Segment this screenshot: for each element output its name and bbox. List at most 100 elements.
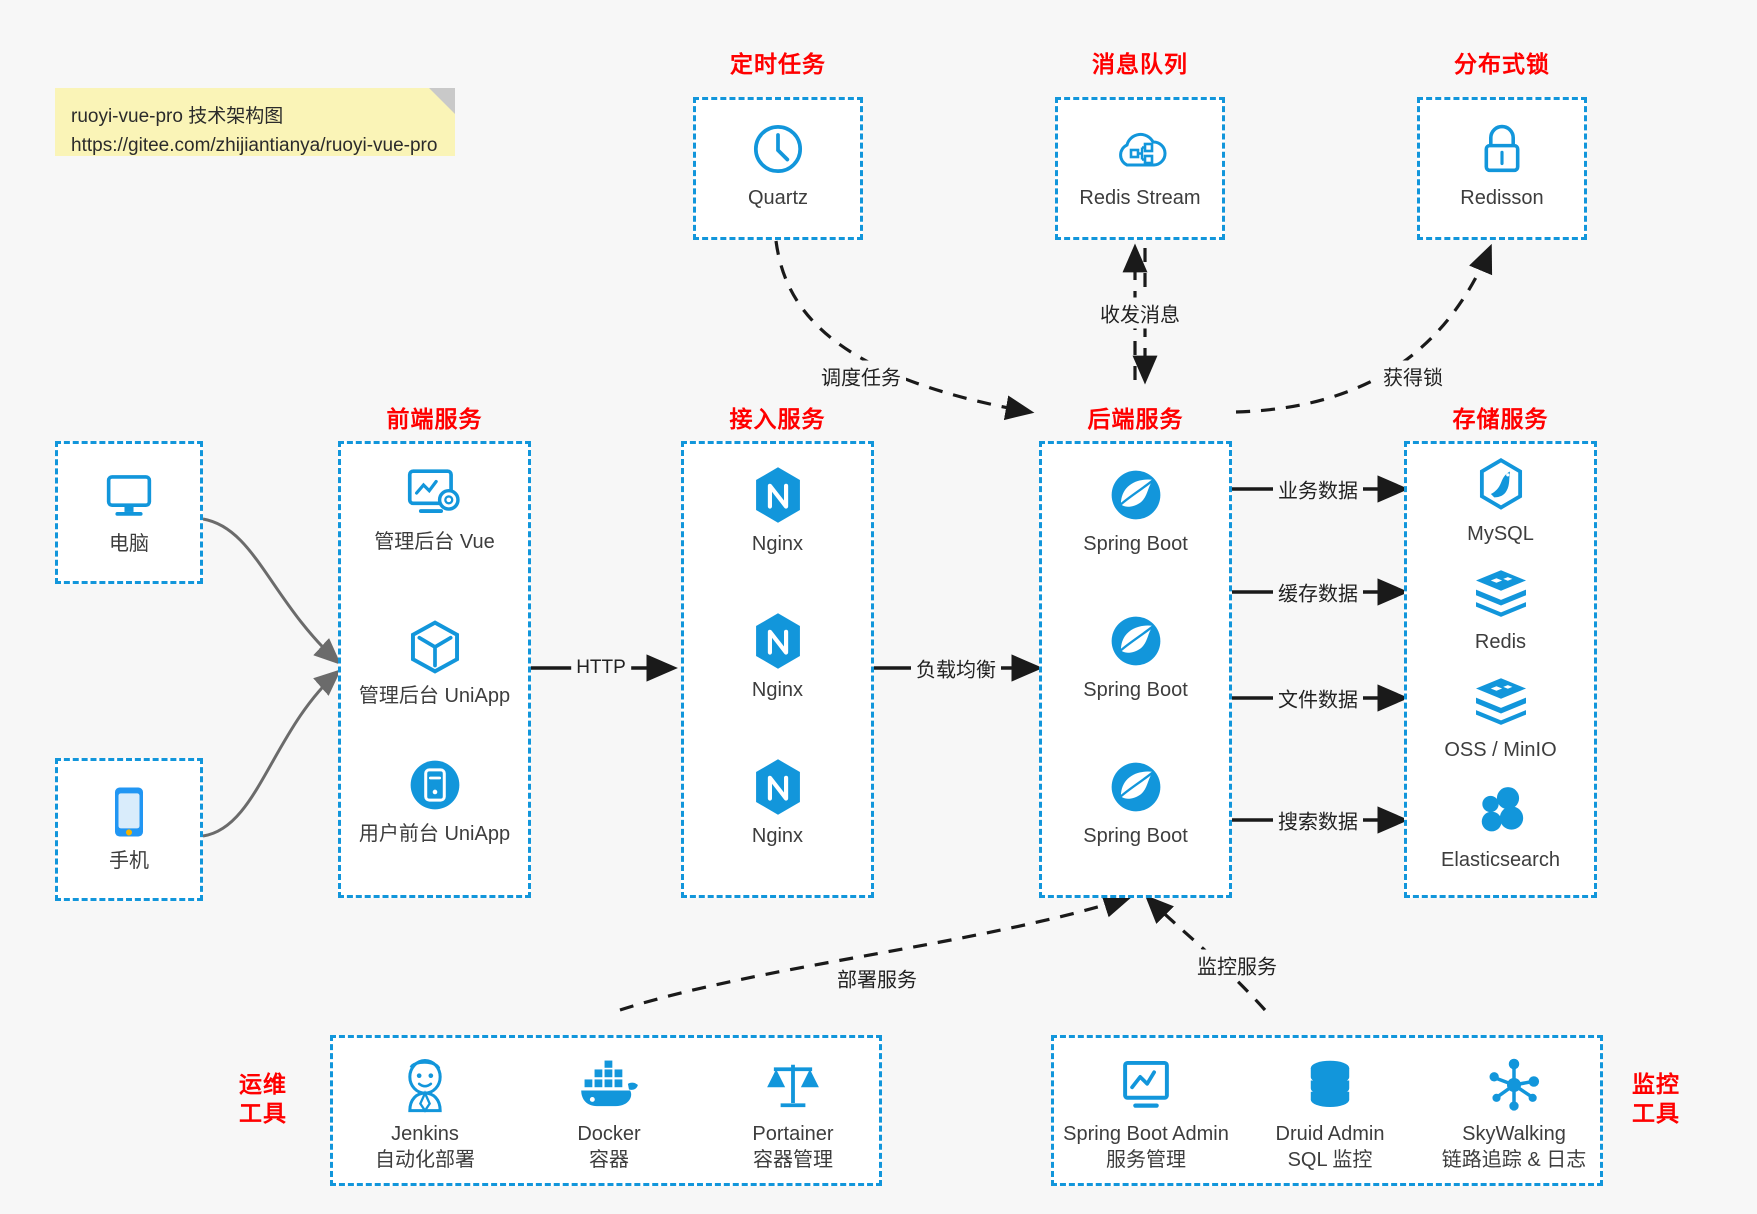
- node-redisson[interactable]: Redisson: [1420, 118, 1584, 211]
- redis-icon: [1407, 670, 1594, 732]
- mobile-phone-icon: [58, 781, 200, 843]
- node-label: Portainer: [752, 1123, 834, 1145]
- node-sublabel: 服务管理: [1106, 1149, 1186, 1171]
- node-redis[interactable]: Redis: [1407, 562, 1594, 655]
- sticky-note: ruoyi-vue-pro 技术架构图 https://gitee.com/zh…: [55, 88, 455, 156]
- nginx-icon: [684, 610, 871, 672]
- node-jenkins[interactable]: Jenkins 自动化部署: [333, 1054, 517, 1173]
- node-admin-vue[interactable]: 管理后台 Vue: [341, 462, 528, 555]
- node-label: Redis: [1474, 631, 1527, 653]
- node-mobile[interactable]: 手机: [58, 781, 200, 874]
- node-label: MySQL: [1467, 523, 1534, 545]
- node-elasticsearch[interactable]: Elasticsearch: [1407, 780, 1594, 873]
- node-nginx-2[interactable]: Nginx: [684, 610, 871, 703]
- group-box-distributed-lock: Redisson: [1417, 97, 1587, 240]
- note-line-2: https://gitee.com/zhijiantianya/ruoyi-vu…: [71, 135, 438, 157]
- edge-label-http: HTTP: [571, 656, 631, 680]
- desktop-monitor-icon: [58, 464, 200, 526]
- node-spring-boot-2[interactable]: Spring Boot: [1042, 610, 1229, 703]
- node-admin-uniapp[interactable]: 管理后台 UniApp: [341, 616, 528, 709]
- edge-label-deploy-service: 部署服务: [832, 962, 922, 994]
- database-icon: [1238, 1054, 1422, 1116]
- node-label: 电脑: [109, 533, 149, 555]
- edge-label-file-data: 文件数据: [1273, 682, 1363, 714]
- nginx-icon: [684, 756, 871, 818]
- node-label: OSS / MinIO: [1444, 739, 1557, 761]
- mysql-icon: [1407, 454, 1594, 516]
- jenkins-icon: [333, 1054, 517, 1116]
- node-docker[interactable]: Docker 容器: [517, 1054, 701, 1173]
- node-label: Nginx: [751, 825, 804, 847]
- edge-label-send-receive-message: 收发消息: [1095, 297, 1185, 329]
- group-box-monitor: Spring Boot Admin 服务管理 Druid Admin SQL 监…: [1051, 1035, 1603, 1186]
- group-title-devops-line1: 运维: [239, 1071, 287, 1097]
- node-sublabel: 容器管理: [753, 1149, 833, 1171]
- node-oss-minio[interactable]: OSS / MinIO: [1407, 670, 1594, 763]
- node-label: 用户前台 UniApp: [358, 823, 511, 845]
- node-nginx-3[interactable]: Nginx: [684, 756, 871, 849]
- cloud-stream-icon: [1058, 118, 1222, 180]
- group-box-devops: Jenkins 自动化部署 Docker: [330, 1035, 882, 1186]
- spring-boot-icon: [1042, 464, 1229, 526]
- node-label: Spring Boot: [1083, 679, 1188, 701]
- node-label: Spring Boot: [1083, 825, 1188, 847]
- group-box-backend: Spring Boot Spring Boot Spring Boot: [1039, 441, 1232, 898]
- node-label: Redisson: [1460, 187, 1544, 209]
- group-title-monitor-line2: 工具: [1632, 1099, 1680, 1126]
- group-box-frontend: 管理后台 Vue 管理后台 UniApp 用户前台 UniApp: [338, 441, 531, 898]
- node-sublabel: SQL 监控: [1287, 1149, 1373, 1171]
- node-druid-admin[interactable]: Druid Admin SQL 监控: [1238, 1054, 1422, 1173]
- group-title-monitor: 监控 工具: [1625, 1070, 1687, 1128]
- group-title-message-queue: 消息队列: [1092, 51, 1188, 77]
- edge-label-business-data: 业务数据: [1273, 473, 1363, 505]
- node-label: Nginx: [751, 679, 804, 701]
- group-title-monitor-line1: 监控: [1632, 1071, 1680, 1097]
- hexagon-cube-icon: [341, 616, 528, 678]
- edge-label-schedule-task: 调度任务: [816, 360, 906, 392]
- node-label: 手机: [109, 850, 149, 872]
- node-label: Docker: [577, 1123, 641, 1145]
- clock-icon: [696, 118, 860, 180]
- nginx-icon: [684, 464, 871, 526]
- node-quartz[interactable]: Quartz: [696, 118, 860, 211]
- group-title-distributed-lock: 分布式锁: [1454, 51, 1550, 77]
- node-label: SkyWalking: [1462, 1123, 1566, 1145]
- node-label: Elasticsearch: [1441, 849, 1560, 871]
- group-title-storage: 存储服务: [1452, 406, 1549, 432]
- docker-icon: [517, 1054, 701, 1116]
- node-desktop[interactable]: 电脑: [58, 464, 200, 557]
- group-box-message-queue: Redis Stream: [1055, 97, 1225, 240]
- note-line-1: ruoyi-vue-pro 技术架构图: [71, 106, 284, 127]
- node-sublabel: 自动化部署: [375, 1149, 475, 1171]
- group-box-client-mobile: 手机: [55, 758, 203, 901]
- edge-label-load-balance: 负载均衡: [911, 652, 1001, 684]
- node-label: 管理后台 UniApp: [358, 685, 511, 707]
- skywalking-icon: [1422, 1054, 1606, 1116]
- node-user-uniapp[interactable]: 用户前台 UniApp: [341, 754, 528, 847]
- node-portainer[interactable]: Portainer 容器管理: [701, 1054, 885, 1173]
- elasticsearch-icon: [1407, 780, 1594, 842]
- node-mysql[interactable]: MySQL: [1407, 454, 1594, 547]
- group-title-gateway: 接入服务: [729, 406, 826, 432]
- node-label: Redis Stream: [1079, 187, 1201, 209]
- node-spring-boot-admin[interactable]: Spring Boot Admin 服务管理: [1054, 1054, 1238, 1173]
- node-spring-boot-1[interactable]: Spring Boot: [1042, 464, 1229, 557]
- group-box-gateway: Nginx Nginx Nginx: [681, 441, 874, 898]
- group-title-devops-line2: 工具: [239, 1099, 287, 1126]
- group-title-scheduled-task: 定时任务: [730, 51, 826, 77]
- phone-circle-icon: [341, 754, 528, 816]
- node-spring-boot-3[interactable]: Spring Boot: [1042, 756, 1229, 849]
- node-label: Druid Admin: [1275, 1123, 1385, 1145]
- group-title-backend: 后端服务: [1087, 406, 1184, 432]
- edge-label-monitor-service: 监控服务: [1192, 949, 1282, 981]
- edge-label-search-data: 搜索数据: [1273, 804, 1363, 836]
- note-fold-corner: [429, 88, 455, 114]
- node-redis-stream[interactable]: Redis Stream: [1058, 118, 1222, 211]
- node-label: Quartz: [747, 187, 809, 209]
- node-label: Nginx: [751, 533, 804, 555]
- node-nginx-1[interactable]: Nginx: [684, 464, 871, 557]
- node-skywalking[interactable]: SkyWalking 链路追踪 & 日志: [1422, 1054, 1606, 1173]
- redis-icon: [1407, 562, 1594, 624]
- node-label: 管理后台 Vue: [374, 531, 495, 553]
